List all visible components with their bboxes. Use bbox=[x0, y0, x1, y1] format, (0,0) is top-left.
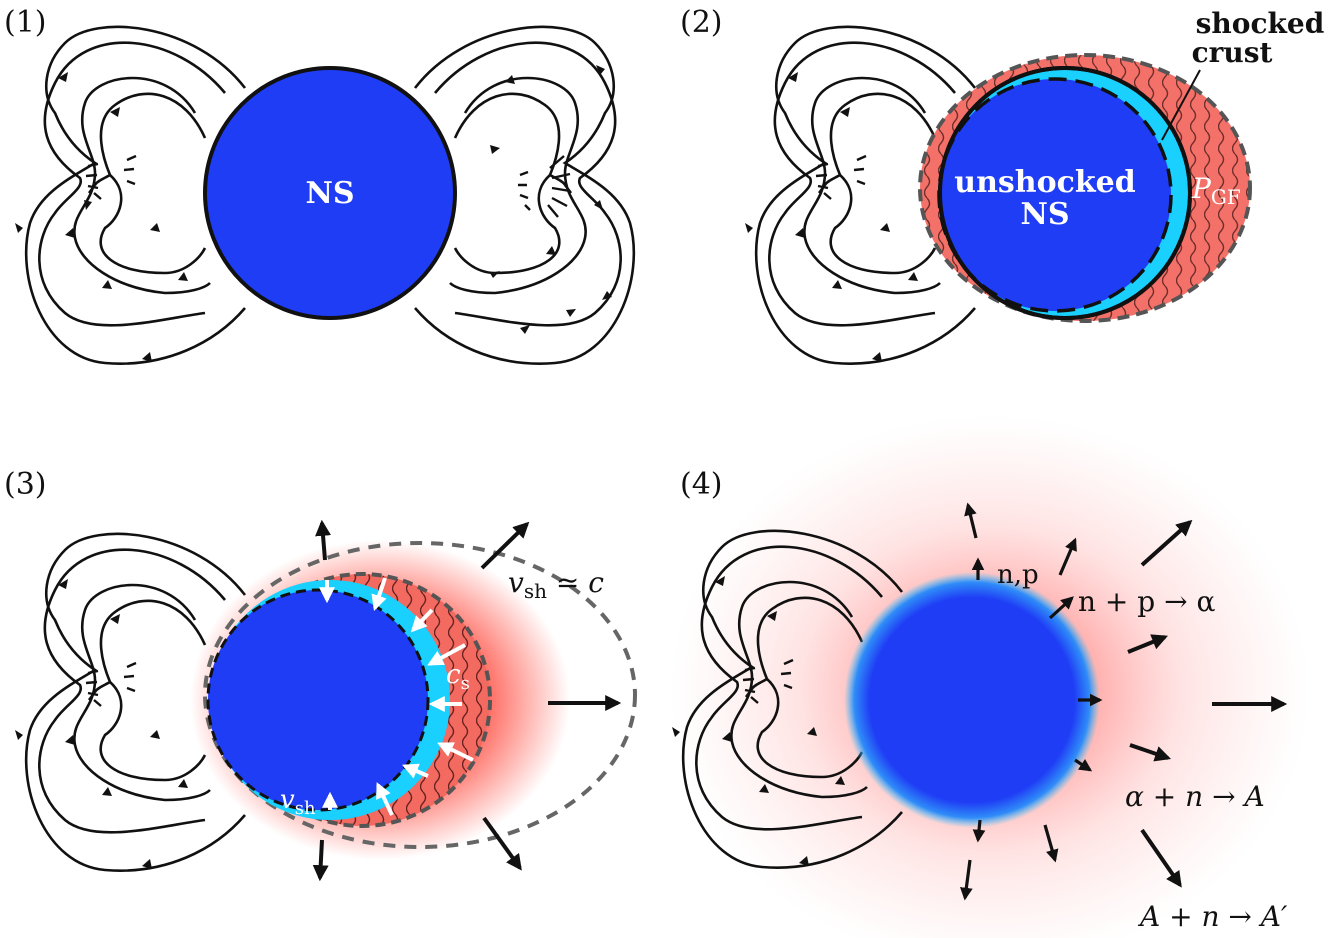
nucleons-label: n,p bbox=[997, 560, 1039, 590]
shocked-crust-pointer bbox=[1161, 69, 1201, 141]
panel-3: (3) bbox=[4, 467, 637, 882]
field-arrows-4 bbox=[672, 576, 845, 866]
relation-rhs: ≃ c bbox=[547, 566, 604, 599]
shock-velocity-symbol: v bbox=[280, 785, 295, 815]
neutron-star-4 bbox=[844, 572, 1100, 828]
field-arrows-2 bbox=[745, 72, 918, 362]
neutron-star-1 bbox=[203, 66, 457, 320]
sound-speed-subscript: s bbox=[461, 673, 470, 694]
field-arrows-3 bbox=[15, 579, 188, 869]
nucleon-arrows bbox=[959, 502, 1103, 901]
sound-speed-label: cs bbox=[446, 660, 470, 694]
unshocked-label-line1: unshocked bbox=[954, 165, 1135, 200]
reaction-arrows bbox=[1127, 519, 1288, 888]
inward-shock-arrows bbox=[319, 577, 474, 816]
pressure-symbol: P bbox=[1191, 172, 1212, 205]
reaction-heavy: A + n → A′ bbox=[1137, 900, 1288, 933]
relation-lhs-subscript: sh bbox=[524, 579, 547, 603]
reconnection-marks-3 bbox=[85, 661, 137, 707]
sound-speed-symbol: c bbox=[446, 660, 461, 690]
panel-1-label: (1) bbox=[4, 5, 47, 40]
reconnection-marks-2 bbox=[815, 154, 867, 200]
neutron-star-3 bbox=[208, 590, 428, 810]
outer-shock-front-3 bbox=[203, 541, 637, 849]
shocked-crust-label-line1: shocked bbox=[1196, 7, 1325, 40]
shocked-crust-label-line2: crust bbox=[1192, 36, 1273, 69]
panel-4: (4) bbox=[670, 415, 1310, 938]
pressure-label: PGF bbox=[1191, 172, 1241, 209]
unshocked-core-2 bbox=[939, 79, 1171, 311]
panel-1: (1) bbox=[4, 5, 636, 365]
panel-2-label: (2) bbox=[680, 5, 723, 40]
panel-3-label: (3) bbox=[4, 467, 47, 502]
panel-4-label: (4) bbox=[680, 467, 723, 502]
reconnection-marks-4 bbox=[742, 658, 794, 704]
field-arrows-1 bbox=[15, 65, 612, 362]
unshocked-label-line2: NS bbox=[1020, 197, 1069, 232]
outward-arrows-3 bbox=[312, 519, 622, 882]
shock-velocity-label: vsh bbox=[280, 785, 316, 819]
pressure-subscript: GF bbox=[1211, 185, 1241, 209]
relation-lhs-symbol: v bbox=[508, 566, 524, 599]
shock-velocity-subscript: sh bbox=[295, 798, 316, 819]
shock-speed-relation: vsh ≃ c bbox=[508, 566, 604, 603]
panel-2: (2) unshocked NS s bbox=[680, 5, 1325, 365]
reconnection-marks-1 bbox=[85, 154, 571, 218]
reaction-capture: α + n → A bbox=[1125, 780, 1265, 813]
reaction-alpha: n + p → α bbox=[1078, 585, 1215, 618]
ns-label: NS bbox=[305, 176, 354, 211]
